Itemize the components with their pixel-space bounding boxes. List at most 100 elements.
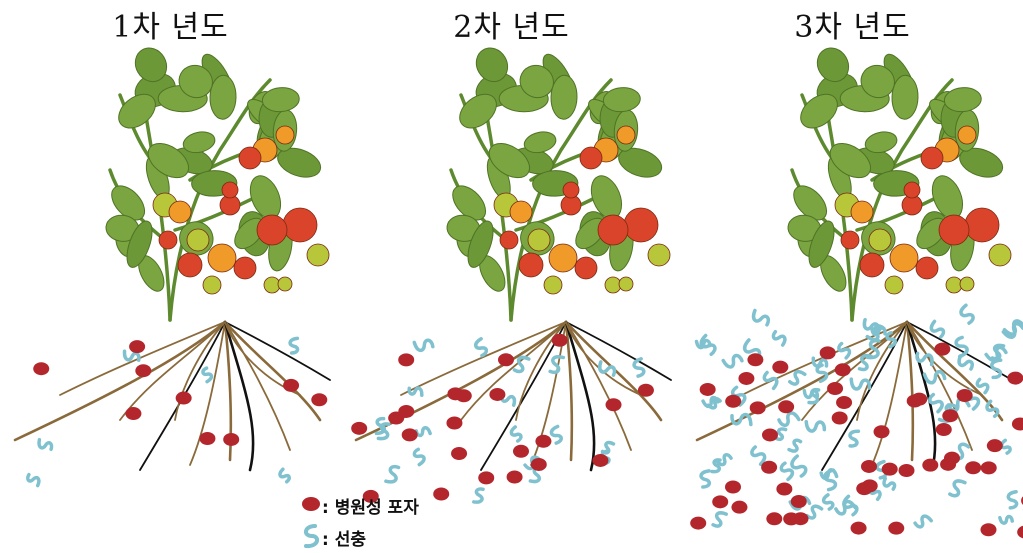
worm-icon: [914, 514, 931, 528]
red-dot-icon: [33, 362, 49, 375]
tomato: [624, 208, 658, 242]
red-dot-icon: [762, 428, 778, 441]
tomato: [580, 147, 602, 169]
tomato: [989, 244, 1011, 266]
red-dot-icon: [898, 464, 914, 477]
red-dot-icon: [489, 388, 505, 401]
red-dot-icon: [451, 447, 467, 460]
tomato: [234, 257, 256, 279]
red-dot-icon: [874, 425, 890, 438]
red-dot-icon: [827, 382, 843, 395]
worm-icon: [986, 346, 1007, 363]
worm-icon: [26, 473, 41, 485]
worm-icon: [202, 368, 213, 382]
tomato: [605, 277, 621, 293]
worm-icon: [959, 305, 975, 324]
red-dot-icon: [965, 461, 981, 474]
red-dot-icon: [535, 435, 551, 448]
plant-illustration: [0, 0, 341, 553]
worm-icon: [300, 522, 324, 552]
worm-icon: [882, 478, 896, 490]
worm-icon: [698, 335, 717, 355]
worm-icon: [778, 411, 799, 427]
red-dot-icon: [778, 400, 794, 413]
tomato: [519, 253, 543, 277]
worm-icon: [701, 471, 709, 487]
tomato: [159, 231, 177, 249]
worm-icon: [1004, 319, 1023, 337]
tomato: [851, 201, 873, 223]
worm-icon: [750, 446, 767, 465]
worm-icon: [731, 414, 751, 425]
tomato: [563, 182, 579, 198]
red-dot-icon: [776, 482, 792, 495]
worm-icon: [871, 327, 885, 335]
plant-illustration: [341, 0, 682, 553]
tomato: [510, 201, 532, 223]
tomato: [860, 253, 884, 277]
red-dot-icon: [980, 523, 996, 536]
worm-icon: [633, 359, 644, 377]
red-dot-icon: [552, 334, 568, 347]
tomato: [598, 215, 628, 245]
tomato: [619, 277, 633, 291]
tomato: [921, 147, 943, 169]
worm-icon: [837, 343, 851, 358]
tomato: [890, 244, 918, 272]
red-dot-icon: [882, 463, 898, 476]
red-dot-icon: [981, 461, 997, 474]
red-dot-icon: [398, 353, 414, 366]
tomato: [257, 215, 287, 245]
red-dot-icon: [283, 379, 299, 392]
red-dot-icon: [388, 412, 404, 425]
red-dot-icon: [772, 361, 788, 374]
tomato: [222, 182, 238, 198]
worm-icon: [806, 421, 825, 431]
red-dot-icon: [446, 416, 462, 429]
red-dot-icon: [700, 383, 716, 396]
tomato: [946, 277, 962, 293]
tomato-plant: [446, 42, 670, 320]
worm-icon: [386, 465, 401, 484]
legend-spore-label: : 병원성 포자: [322, 493, 419, 518]
worm-icon: [886, 332, 896, 346]
red-dot-icon: [987, 439, 1003, 452]
worm-icon: [822, 495, 834, 510]
red-dot-icon: [1012, 417, 1023, 430]
red-dot-icon: [135, 364, 151, 377]
red-dot-icon: [731, 501, 747, 514]
tomato: [939, 215, 969, 245]
worm-icon: [278, 469, 290, 483]
red-dot-icon: [725, 480, 741, 493]
tomato: [869, 229, 891, 251]
red-dot-icon: [861, 460, 877, 473]
worm-icon: [474, 339, 488, 357]
worm-icon: [948, 478, 965, 498]
worm-icon: [772, 331, 788, 346]
red-dot-icon: [129, 340, 145, 353]
root: [15, 322, 225, 440]
tomato: [549, 244, 577, 272]
tomato-plant: [105, 42, 329, 320]
red-dot-icon: [936, 423, 952, 436]
worm-icon: [762, 371, 779, 388]
tomato: [958, 126, 976, 144]
red-dot-icon: [638, 384, 654, 397]
tomato: [187, 229, 209, 251]
worm-icon: [548, 354, 563, 374]
tomato: [575, 257, 597, 279]
red-dot-icon: [592, 454, 608, 467]
plant-illustration: [682, 0, 1023, 553]
soil-organisms: [690, 305, 1023, 538]
red-dot-icon: [783, 512, 799, 525]
red-dot-icon: [725, 395, 741, 408]
tomato: [307, 244, 329, 266]
red-dot-icon: [176, 392, 192, 405]
red-dot-icon: [944, 452, 960, 465]
red-dot-icon: [791, 495, 807, 508]
panel-year-2: 2차 년도: [341, 0, 682, 553]
red-dot-icon: [513, 445, 529, 458]
legend-nematode: : 선충: [300, 522, 500, 552]
red-dot-icon: [478, 471, 494, 484]
red-dot-icon: [766, 512, 782, 525]
